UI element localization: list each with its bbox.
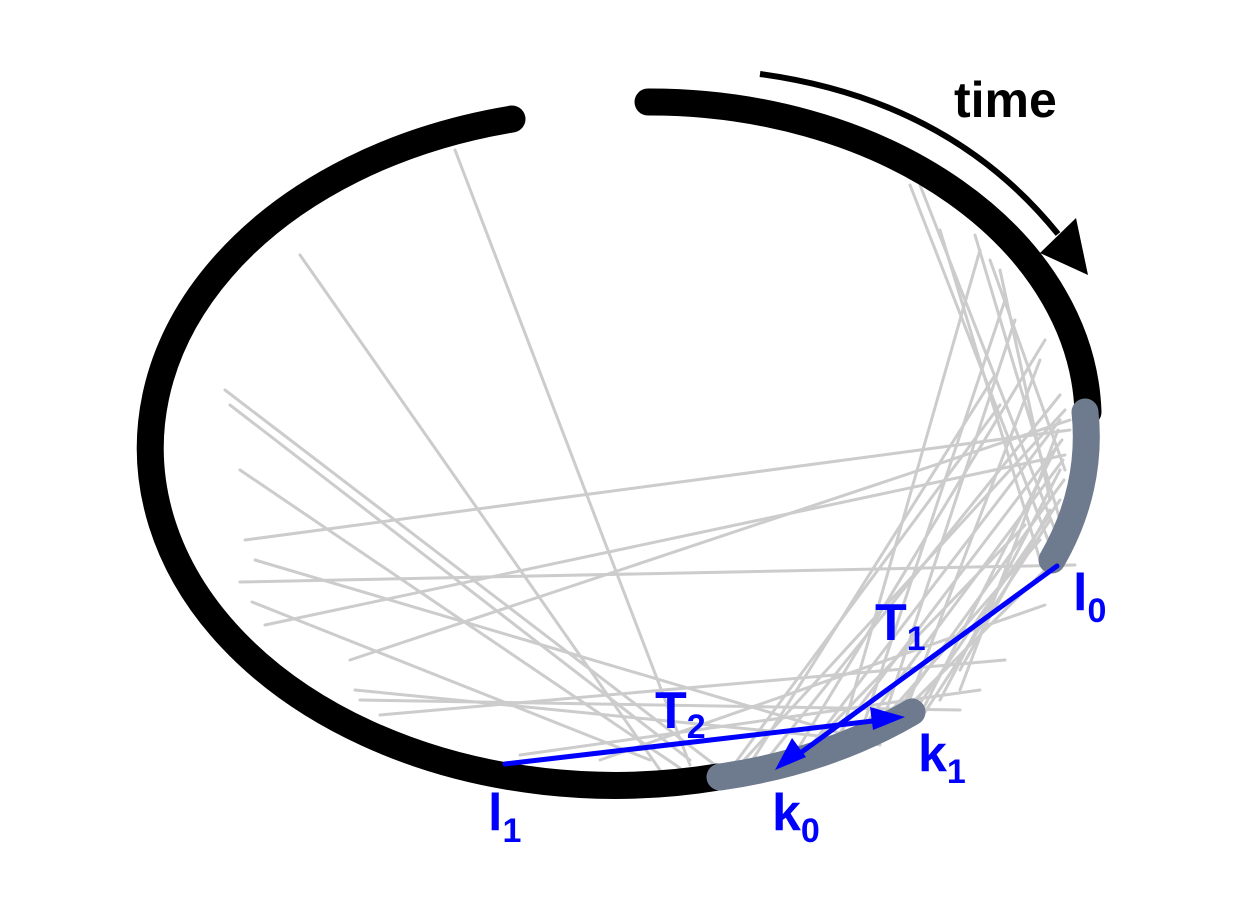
path-t2-line xyxy=(502,716,893,767)
time-label: time xyxy=(954,72,1057,128)
chord-line xyxy=(823,438,1064,754)
chord-line xyxy=(263,453,1067,627)
chord-line xyxy=(798,523,1027,760)
l1-label: l1 xyxy=(488,784,521,850)
time-ring-left-arc xyxy=(136,105,732,799)
chord-line xyxy=(858,298,1007,737)
t1-label: T1 xyxy=(875,594,926,658)
chord-line xyxy=(758,393,1062,770)
chord-line xyxy=(453,148,692,767)
k0-label: k0 xyxy=(772,784,820,850)
chord-line xyxy=(788,338,1047,764)
time-arrow xyxy=(759,71,1061,236)
chord-line xyxy=(733,408,1067,772)
path-t1-line xyxy=(785,563,1060,765)
chord-line xyxy=(250,600,652,762)
chord-line xyxy=(238,468,682,770)
chord-line xyxy=(838,248,982,742)
chord-line xyxy=(743,373,997,774)
chord-line xyxy=(988,258,1067,472)
chord-lines xyxy=(223,148,1077,774)
chord-line xyxy=(253,558,882,747)
highlight-segment-k xyxy=(706,698,926,791)
t2-label: T2 xyxy=(655,682,706,746)
chord-line xyxy=(298,253,662,772)
path-t1-arrowhead xyxy=(775,738,806,770)
chord-line xyxy=(243,428,1072,542)
k1-label: k1 xyxy=(918,725,966,791)
highlight-segment-l0 xyxy=(1038,398,1100,574)
time-arrowhead xyxy=(1040,218,1088,275)
chord-line xyxy=(348,418,1072,662)
l0-label: l0 xyxy=(1073,564,1106,630)
chord-line xyxy=(878,318,1017,732)
time-ring-right-arc xyxy=(634,88,1102,426)
chord-line xyxy=(958,508,1052,672)
chord-line xyxy=(973,233,1062,522)
chord-line xyxy=(958,428,1060,692)
path-t2-arrowhead xyxy=(870,707,905,730)
chord-line xyxy=(238,563,1077,584)
chord-line xyxy=(728,403,1002,772)
chord-line xyxy=(798,418,1062,762)
